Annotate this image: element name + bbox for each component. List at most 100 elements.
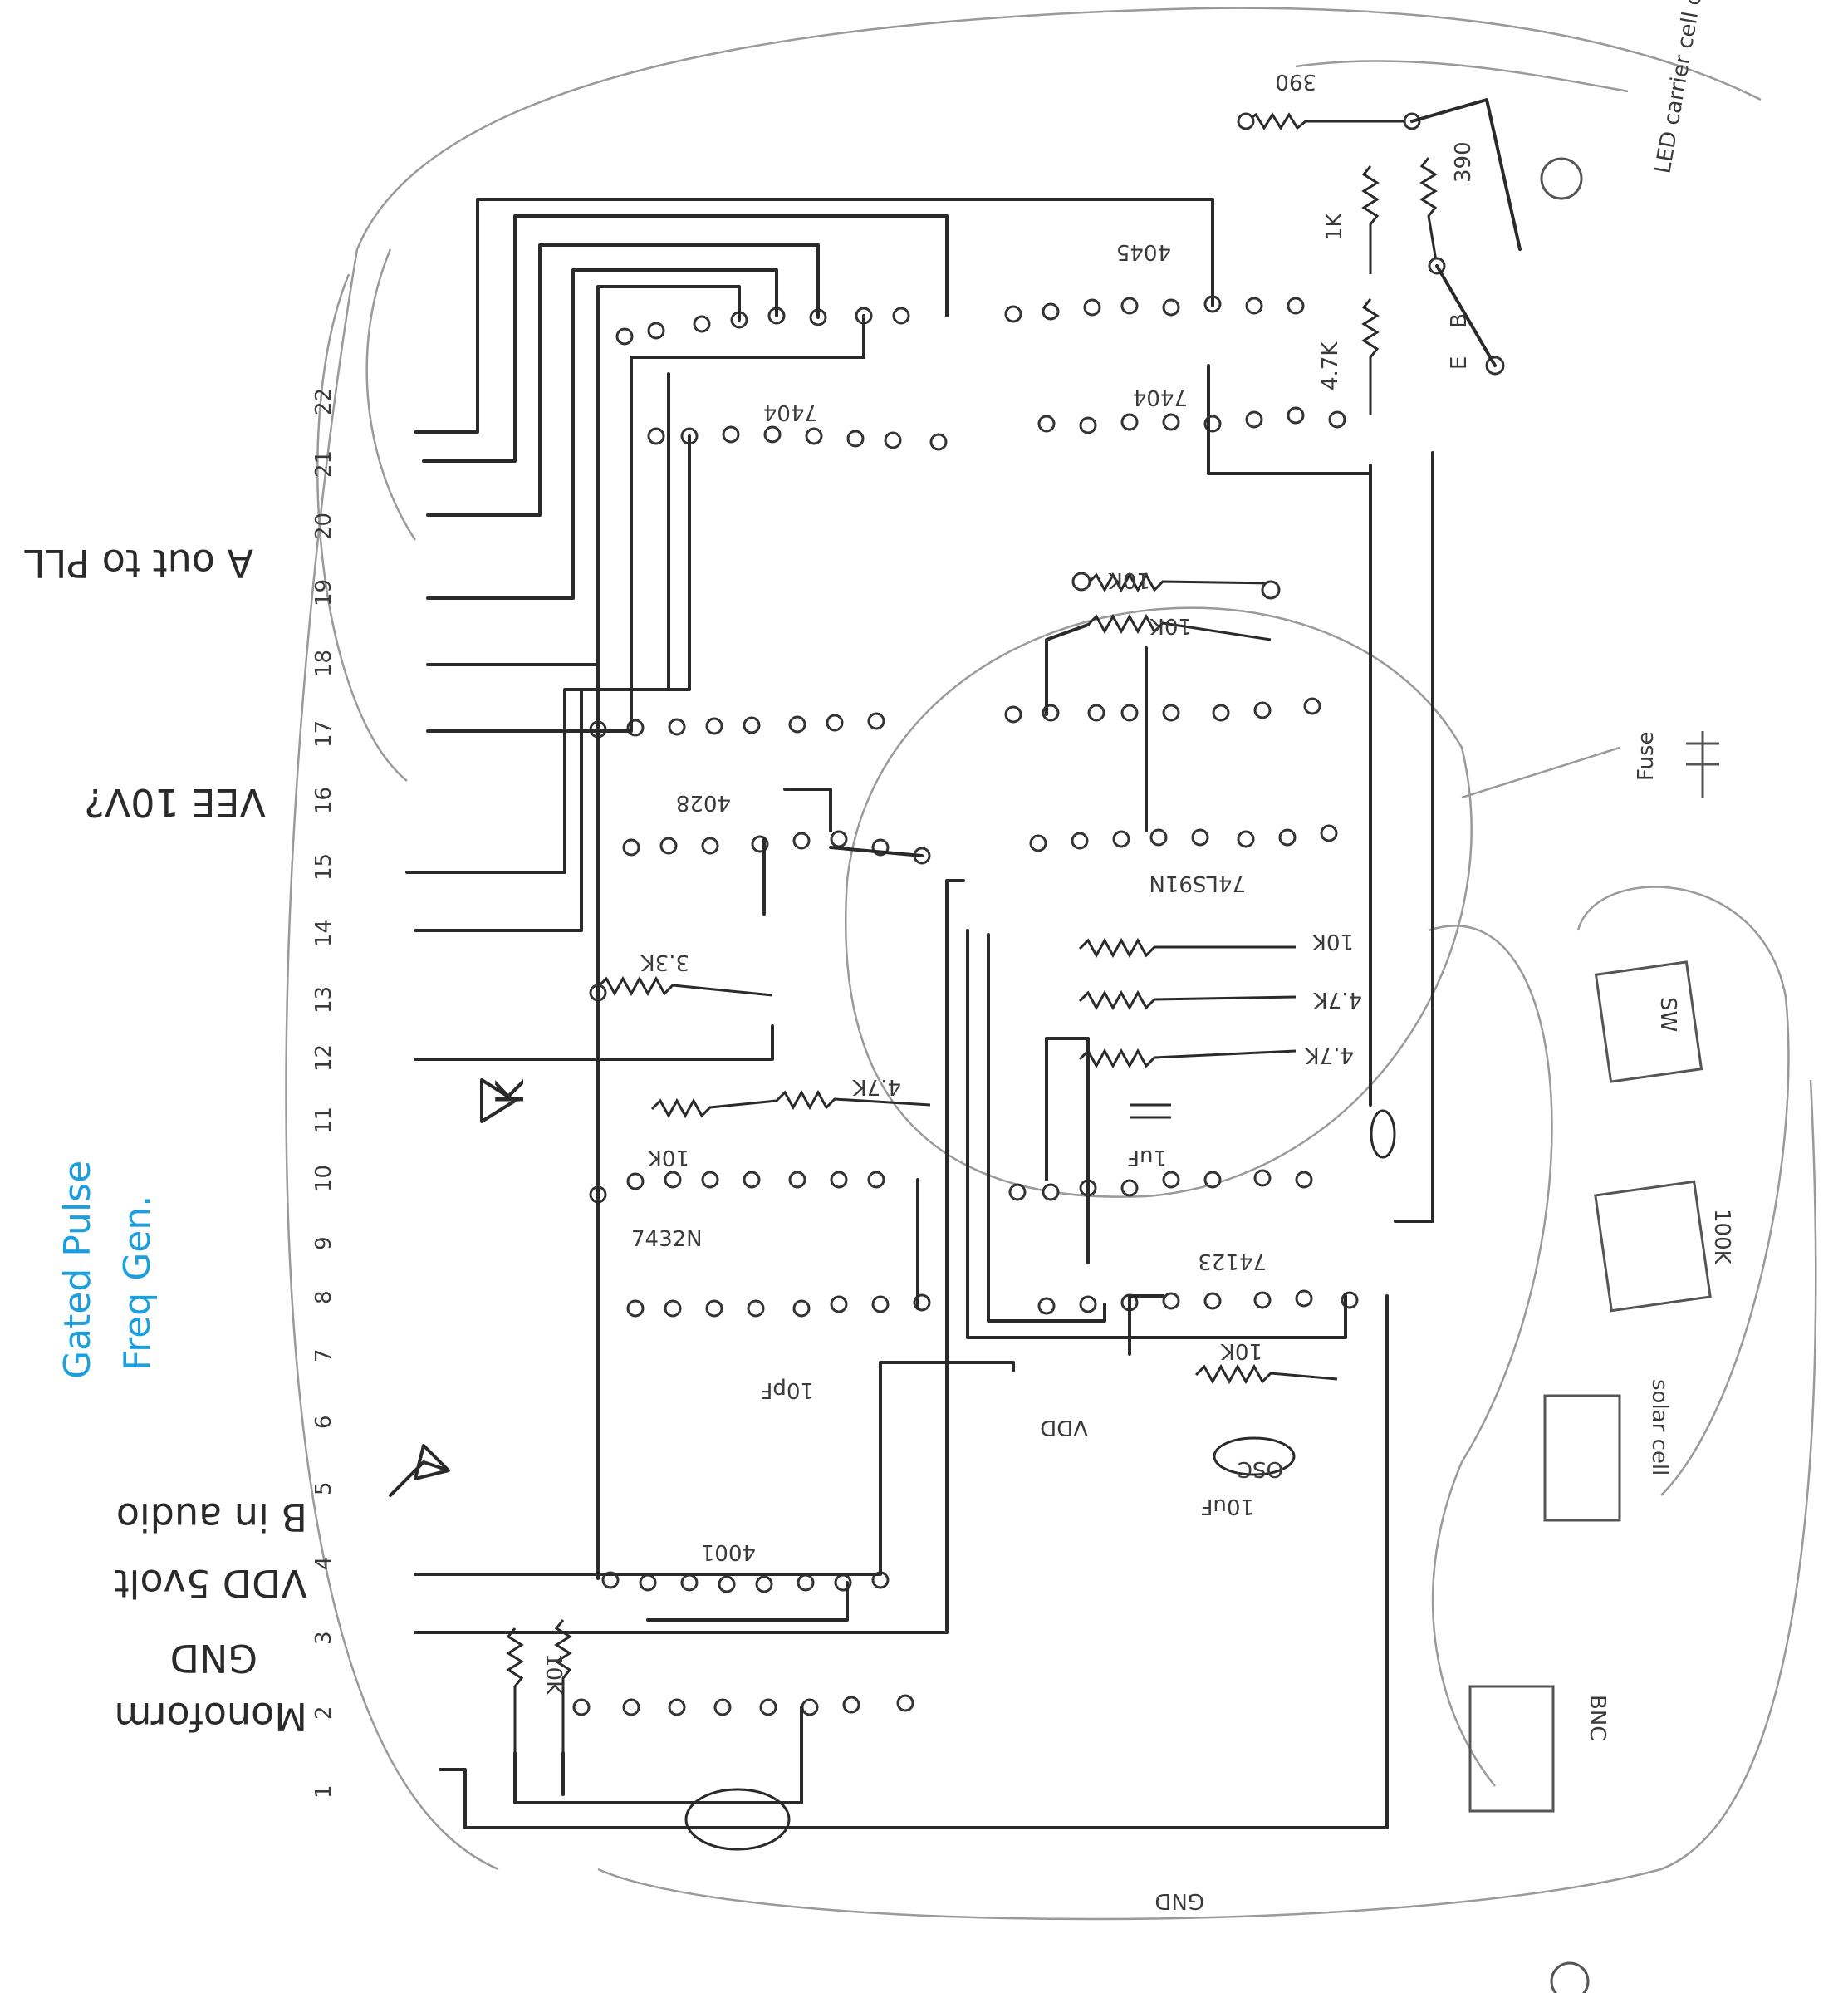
svg-text:18: 18 bbox=[311, 650, 336, 677]
resistor-10k-b bbox=[1086, 613, 1272, 641]
resistor-4-7k-f bbox=[1078, 1048, 1297, 1069]
resistor-10k-b-pad bbox=[1261, 580, 1281, 600]
edge-pin-19: 19 bbox=[311, 579, 336, 606]
svg-text:13: 13 bbox=[311, 986, 336, 1014]
svg-text:6: 6 bbox=[311, 1415, 336, 1429]
ic-4001-out-wire bbox=[646, 1581, 849, 1622]
resistor-4-7k-mid bbox=[775, 1089, 931, 1111]
label-e: E bbox=[1447, 356, 1472, 370]
edge-pin-15: 15 bbox=[311, 853, 336, 881]
svg-text:8: 8 bbox=[311, 1290, 336, 1304]
aout-lead-wire bbox=[365, 248, 417, 541]
svg-text:5: 5 bbox=[311, 1481, 336, 1495]
fuse-symbol bbox=[1686, 731, 1719, 798]
resistor-4-7k-top bbox=[1361, 298, 1380, 415]
resistor-10k-a-pad bbox=[1071, 572, 1091, 592]
bus-wire-6 bbox=[426, 314, 865, 733]
label-c-10pf: 10pF bbox=[760, 1377, 814, 1402]
label-pot-100k: 100K bbox=[1709, 1209, 1734, 1265]
label-corner-note: LED carrier cell on bbox=[1650, 0, 1709, 175]
edge-pin-1: 1 bbox=[311, 1784, 336, 1799]
edge-pin-20: 20 bbox=[311, 513, 336, 540]
wire-4028-jumper bbox=[783, 788, 832, 832]
label-gnd: GND bbox=[170, 1636, 257, 1681]
mounting-hole-icon bbox=[1540, 157, 1583, 200]
svg-text:21: 21 bbox=[311, 450, 336, 478]
label-r-10k-g: 10K bbox=[1220, 1338, 1262, 1363]
resistor-10k-c bbox=[650, 1097, 777, 1119]
label-fuse: Fuse bbox=[1634, 731, 1659, 781]
resistor-390-top bbox=[1245, 112, 1412, 130]
ic-7404-top-right-row bbox=[1004, 295, 1346, 434]
ground-loop-wire bbox=[597, 1079, 1817, 1921]
big-circle-wire bbox=[845, 606, 1473, 1198]
edge-pin-11: 11 bbox=[311, 1107, 336, 1134]
wire-right-column bbox=[1369, 451, 1434, 1223]
bus-wire-5 bbox=[426, 285, 741, 666]
label-r-4-7k-f: 4.7K bbox=[1305, 1043, 1354, 1068]
svg-text:9: 9 bbox=[311, 1236, 336, 1250]
wire-monoform-frame bbox=[513, 1706, 803, 1804]
ic-label-u2: 7404 bbox=[1133, 385, 1188, 410]
edge-pin-9: 9 bbox=[311, 1236, 336, 1250]
label-vee: VEE 10V? bbox=[84, 780, 266, 825]
title-line-1: Gated Pulse bbox=[56, 1161, 99, 1379]
wire-right-top bbox=[1207, 364, 1372, 475]
solar-cell-box bbox=[1543, 1394, 1621, 1522]
ic-74ls91n-pads bbox=[1004, 697, 1338, 852]
vee-lead-wire bbox=[316, 273, 408, 782]
outer-loop-wire bbox=[285, 7, 1762, 1871]
label-r-10k-a: 10K bbox=[1108, 567, 1150, 592]
label-sw: SW bbox=[1655, 997, 1680, 1032]
edge-pin-18: 18 bbox=[311, 650, 336, 677]
edge-pin-4: 4 bbox=[311, 1556, 336, 1570]
label-solar-cell: solar cell bbox=[1647, 1379, 1672, 1475]
label-c-10uf: 10uF bbox=[1200, 1494, 1254, 1519]
label-r-4-7k-top: 4.7K bbox=[1318, 341, 1343, 390]
label-r-10k-c: 10K bbox=[647, 1145, 689, 1170]
bus-wire-9 bbox=[414, 1024, 774, 1061]
label-b: B bbox=[1447, 313, 1472, 328]
label-vdd: VDD 5volt bbox=[115, 1561, 307, 1606]
edge-pin-8: 8 bbox=[311, 1290, 336, 1304]
label-r-4-7k-e: 4.7K bbox=[1313, 987, 1362, 1012]
transistor-pad-b bbox=[1237, 112, 1255, 130]
ic-label-u8: 4045 bbox=[1116, 239, 1171, 264]
label-vdd: VDD bbox=[1040, 1415, 1088, 1440]
ic-label-u7: 4001 bbox=[701, 1539, 756, 1564]
label-r-390-a: 390 bbox=[1275, 69, 1316, 94]
ic-label-u3: 4028 bbox=[676, 790, 731, 815]
bus-wire-4 bbox=[426, 268, 778, 600]
led-lead-wire bbox=[1295, 60, 1629, 93]
resistor-10k-vertical bbox=[506, 1627, 524, 1753]
wire-74123-jumper bbox=[1128, 1294, 1164, 1356]
label-osc: OSC bbox=[1238, 1456, 1283, 1481]
bus-wire-2 bbox=[422, 214, 949, 463]
bnc-connector-box bbox=[1468, 1685, 1555, 1813]
resistor-10k-g bbox=[1194, 1363, 1338, 1385]
ic-4028-pads bbox=[589, 712, 931, 865]
label-r-390-b: 390 bbox=[1451, 141, 1476, 183]
label-monoform: Monoform bbox=[115, 1694, 307, 1739]
right-loop-wire bbox=[1428, 925, 1553, 1787]
edge-pin-22: 22 bbox=[311, 388, 336, 415]
title-line-2: Freq Gen. bbox=[116, 1195, 159, 1371]
svg-text:15: 15 bbox=[311, 853, 336, 881]
edge-pin-14: 14 bbox=[311, 920, 336, 947]
ic-label-u6: 74123 bbox=[1198, 1249, 1267, 1274]
bus-wire-3 bbox=[426, 243, 820, 517]
svg-text:17: 17 bbox=[311, 720, 336, 748]
label-pot-10k: 10K bbox=[541, 1653, 566, 1696]
pot-100k-box bbox=[1594, 1180, 1712, 1313]
resistor-4-7k-e bbox=[1078, 989, 1297, 1011]
label-r-3-3k: 3.3K bbox=[640, 950, 689, 974]
wire-74123-loop bbox=[987, 933, 1106, 1323]
edge-pin-21: 21 bbox=[311, 450, 336, 478]
svg-text:2: 2 bbox=[311, 1706, 336, 1720]
wire-74123-loop-2 bbox=[966, 929, 1347, 1339]
wire-r-drop-2 bbox=[1045, 1037, 1090, 1264]
label-a-out: A out to PLL bbox=[24, 541, 253, 586]
label-k: K bbox=[488, 1078, 532, 1105]
bus-wire-1 bbox=[414, 198, 1214, 434]
